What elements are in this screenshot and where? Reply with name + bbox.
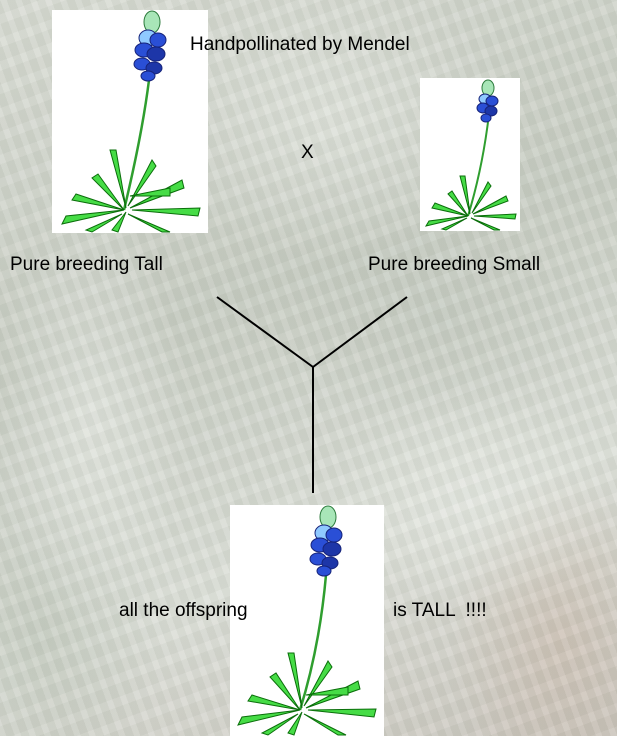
connector-line-right [313,297,407,367]
offspring-label-left: all the offspring [119,601,248,620]
small-parent-label: Pure breeding Small [368,255,540,274]
diagram-title: Handpollinated by Mendel [190,35,410,54]
offspring-label-right: is TALL !!!! [393,601,487,620]
cross-symbol: X [301,143,314,162]
tall-parent-label: Pure breeding Tall [10,255,163,274]
connector-line-left [217,297,313,367]
